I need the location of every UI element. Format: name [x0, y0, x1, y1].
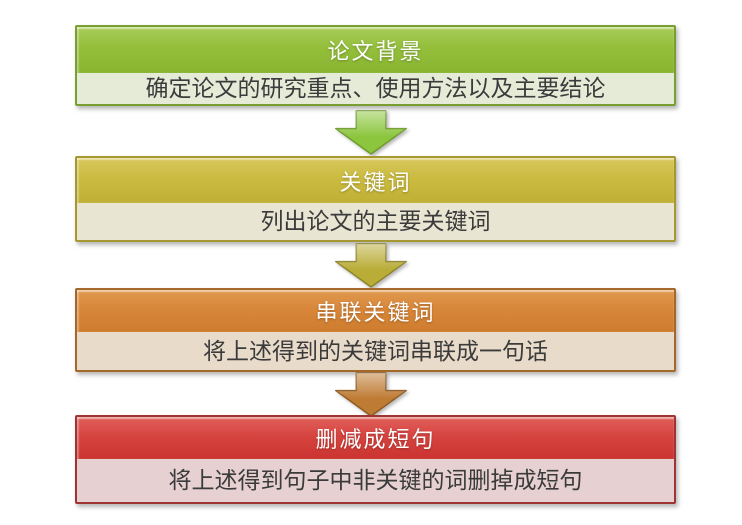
step-2-block: 关键词 列出论文的主要关键词	[75, 156, 676, 242]
arrow-shine-overlay	[335, 110, 407, 155]
arrow-shine-overlay	[335, 243, 407, 288]
step-2-header: 关键词	[77, 158, 674, 203]
step-3-body: 将上述得到的关键词串联成一句话	[77, 332, 674, 370]
step-1-body: 确定论文的研究重点、使用方法以及主要结论	[77, 73, 674, 104]
step-3-block: 串联关键词 将上述得到的关键词串联成一句话	[75, 288, 676, 372]
arrow-down-icon	[335, 372, 407, 417]
step-4-body: 将上述得到句子中非关键的词删掉成短句	[77, 459, 674, 502]
step-4-block: 删减成短句 将上述得到句子中非关键的词删掉成短句	[75, 415, 676, 504]
step-1-header: 论文背景	[77, 27, 674, 73]
arrow-shine-overlay	[335, 372, 407, 417]
step-3-header: 串联关键词	[77, 290, 674, 332]
arrow-down-icon	[335, 243, 407, 288]
arrow-down-icon	[335, 110, 407, 155]
step-4-header: 删减成短句	[77, 417, 674, 459]
step-2-body: 列出论文的主要关键词	[77, 203, 674, 240]
step-1-block: 论文背景 确定论文的研究重点、使用方法以及主要结论	[75, 25, 676, 106]
